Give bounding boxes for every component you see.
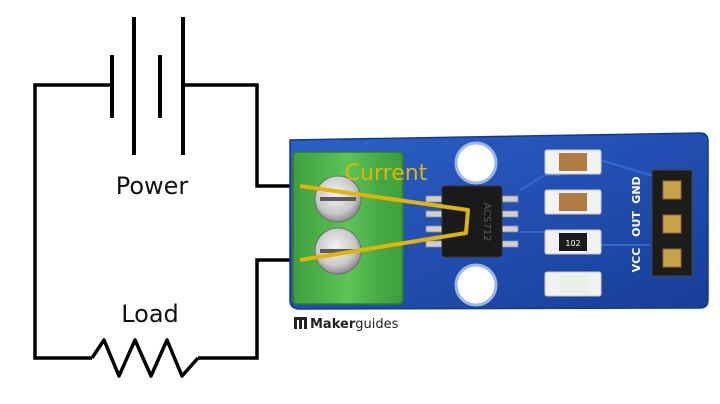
resistor-code-label: 102 [565,239,580,248]
pin-vcc[interactable] [662,248,682,268]
makerguides-watermark: Makerguides [294,317,399,332]
chip-marking: ACS712 [481,202,492,241]
load-resistor-symbol [90,338,200,378]
ic-chip: ACS712 [425,185,519,258]
svg-text:Makerguides: Makerguides [310,317,399,332]
load-label: Load [121,300,179,328]
current-label: Current [345,161,428,186]
battery-symbol [110,17,185,155]
wire-left-loop [33,83,112,360]
wire-to-terminal-top [183,83,300,188]
smd-led [544,271,602,297]
wire-to-terminal-bottom [198,258,300,360]
pin-out[interactable] [662,214,682,234]
makerguides-logo-icon [294,317,307,329]
pin-label-out: OUT [630,211,643,237]
brand-rest: guides [355,317,398,332]
circuit-wires [33,83,300,360]
mounting-hole-top [454,141,498,185]
power-label: Power [116,172,189,200]
smd-component-1 [544,149,602,175]
pin-label-gnd: GND [630,176,643,203]
current-sensor-board: 102 GND OUT VCC ACS712 [289,132,709,310]
pin-label-vcc: VCC [630,248,643,273]
pin-gnd[interactable] [662,180,682,200]
current-path [299,184,470,262]
brand-bold: Maker [310,317,356,332]
smd-component-2 [544,189,602,215]
mounting-hole-bottom [454,263,498,307]
smd-resistor: 102 [544,229,602,255]
